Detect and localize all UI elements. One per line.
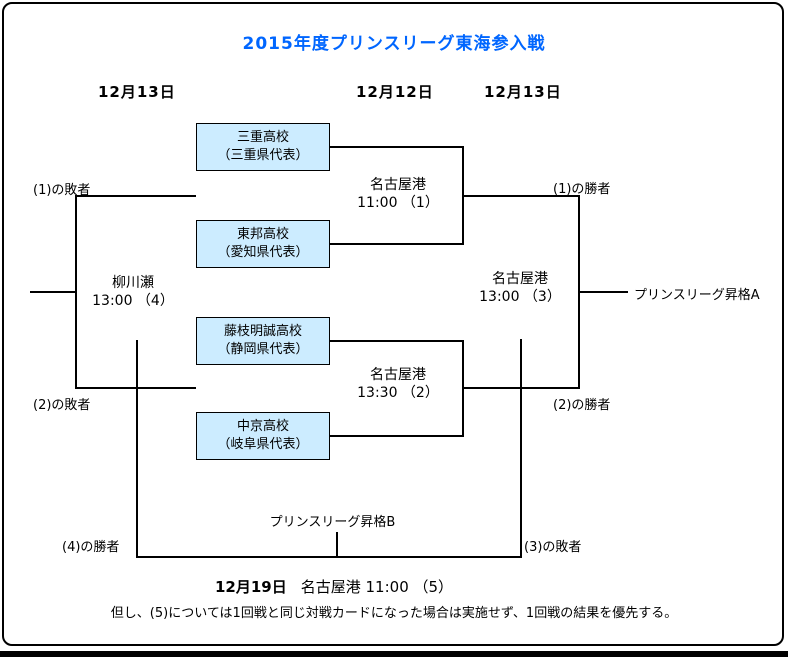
bracket-line-loser3-down: [520, 339, 522, 558]
label-winner1: (1)の勝者: [553, 182, 611, 197]
match1-time: 11:00 （1）: [357, 195, 439, 211]
match5-detail: 名古屋港 11:00 （5）: [300, 578, 454, 596]
label-winner4: (4)の勝者: [62, 540, 120, 555]
bracket-line-team2-out: [330, 243, 463, 245]
bracket-line-match1-winner-out: [462, 195, 579, 197]
bracket-line-loser2-in: [75, 387, 196, 389]
bracket-line-match4-out: [30, 291, 75, 293]
match5-date: 12月19日: [215, 578, 287, 596]
bracket-line-loser1-in: [75, 195, 196, 197]
footnote: 但し、(5)については1回戦と同じ対戦カードになった場合は実施せず、1回戦の結果…: [110, 606, 678, 621]
match2-venue: 名古屋港: [370, 367, 426, 383]
team-box-toho: 東邦高校 （愛知県代表）: [196, 220, 330, 268]
bottom-edge-bar: [0, 651, 788, 657]
round-date-middle: 12月12日: [356, 83, 434, 101]
match3-label: 名古屋港 13:00 （3）: [450, 270, 590, 306]
bracket-line-match5-horizontal: [136, 556, 522, 558]
match4-venue: 柳川瀬: [112, 275, 154, 291]
match2-time: 13:30 （2）: [357, 385, 439, 401]
match4-time: 13:00 （4）: [92, 293, 174, 309]
bracket-line-winner4-down: [136, 340, 138, 558]
bracket-line-promotion-b-stub: [336, 532, 338, 558]
team-prefecture: （愛知県代表）: [217, 245, 309, 260]
round-date-left: 12月13日: [98, 83, 176, 101]
team-prefecture: （岐阜県代表）: [217, 437, 309, 452]
match3-venue: 名古屋港: [492, 271, 548, 287]
team-box-fujieda-meisei: 藤枝明誠高校 （静岡県代表）: [196, 317, 330, 365]
team-prefecture: （静岡県代表）: [217, 342, 309, 357]
match3-time: 13:00 （3）: [479, 289, 561, 305]
bracket-line-promotion-a-out: [578, 291, 628, 293]
round-date-right: 12月13日: [484, 83, 562, 101]
bracket-line-team3-out: [330, 340, 463, 342]
team-name: 中京高校: [236, 419, 289, 434]
label-loser3: (3)の敗者: [524, 540, 582, 555]
label-promotion-b: プリンスリーグ昇格B: [269, 515, 396, 530]
team-name: 三重高校: [236, 130, 289, 145]
label-winner2: (2)の勝者: [553, 398, 611, 413]
bracket-line-match2-vertical: [462, 340, 464, 437]
match2-label: 名古屋港 13:30 （2）: [328, 366, 468, 402]
match1-label: 名古屋港 11:00 （1）: [328, 176, 468, 212]
bracket-line-match4-vertical: [75, 195, 77, 389]
label-loser2: (2)の敗者: [33, 398, 91, 413]
team-box-chukyo: 中京高校 （岐阜県代表）: [196, 412, 330, 460]
label-loser1: (1)の敗者: [33, 183, 91, 198]
label-promotion-a: プリンスリーグ昇格A: [634, 288, 760, 303]
match1-venue: 名古屋港: [370, 177, 426, 193]
bracket-line-team4-out: [330, 435, 463, 437]
match4-label: 柳川瀬 13:00 （4）: [63, 274, 203, 310]
team-prefecture: （三重県代表）: [217, 148, 309, 163]
team-name: 藤枝明誠高校: [223, 324, 302, 339]
bracket-line-team1-out: [330, 146, 463, 148]
team-name: 東邦高校: [236, 227, 289, 242]
page-title: 2015年度プリンスリーグ東海参入戦: [242, 34, 546, 54]
page-border-frame: [2, 2, 784, 646]
match5-label: 12月19日名古屋港 11:00 （5）: [215, 576, 453, 597]
team-box-mie: 三重高校 （三重県代表）: [196, 123, 330, 171]
